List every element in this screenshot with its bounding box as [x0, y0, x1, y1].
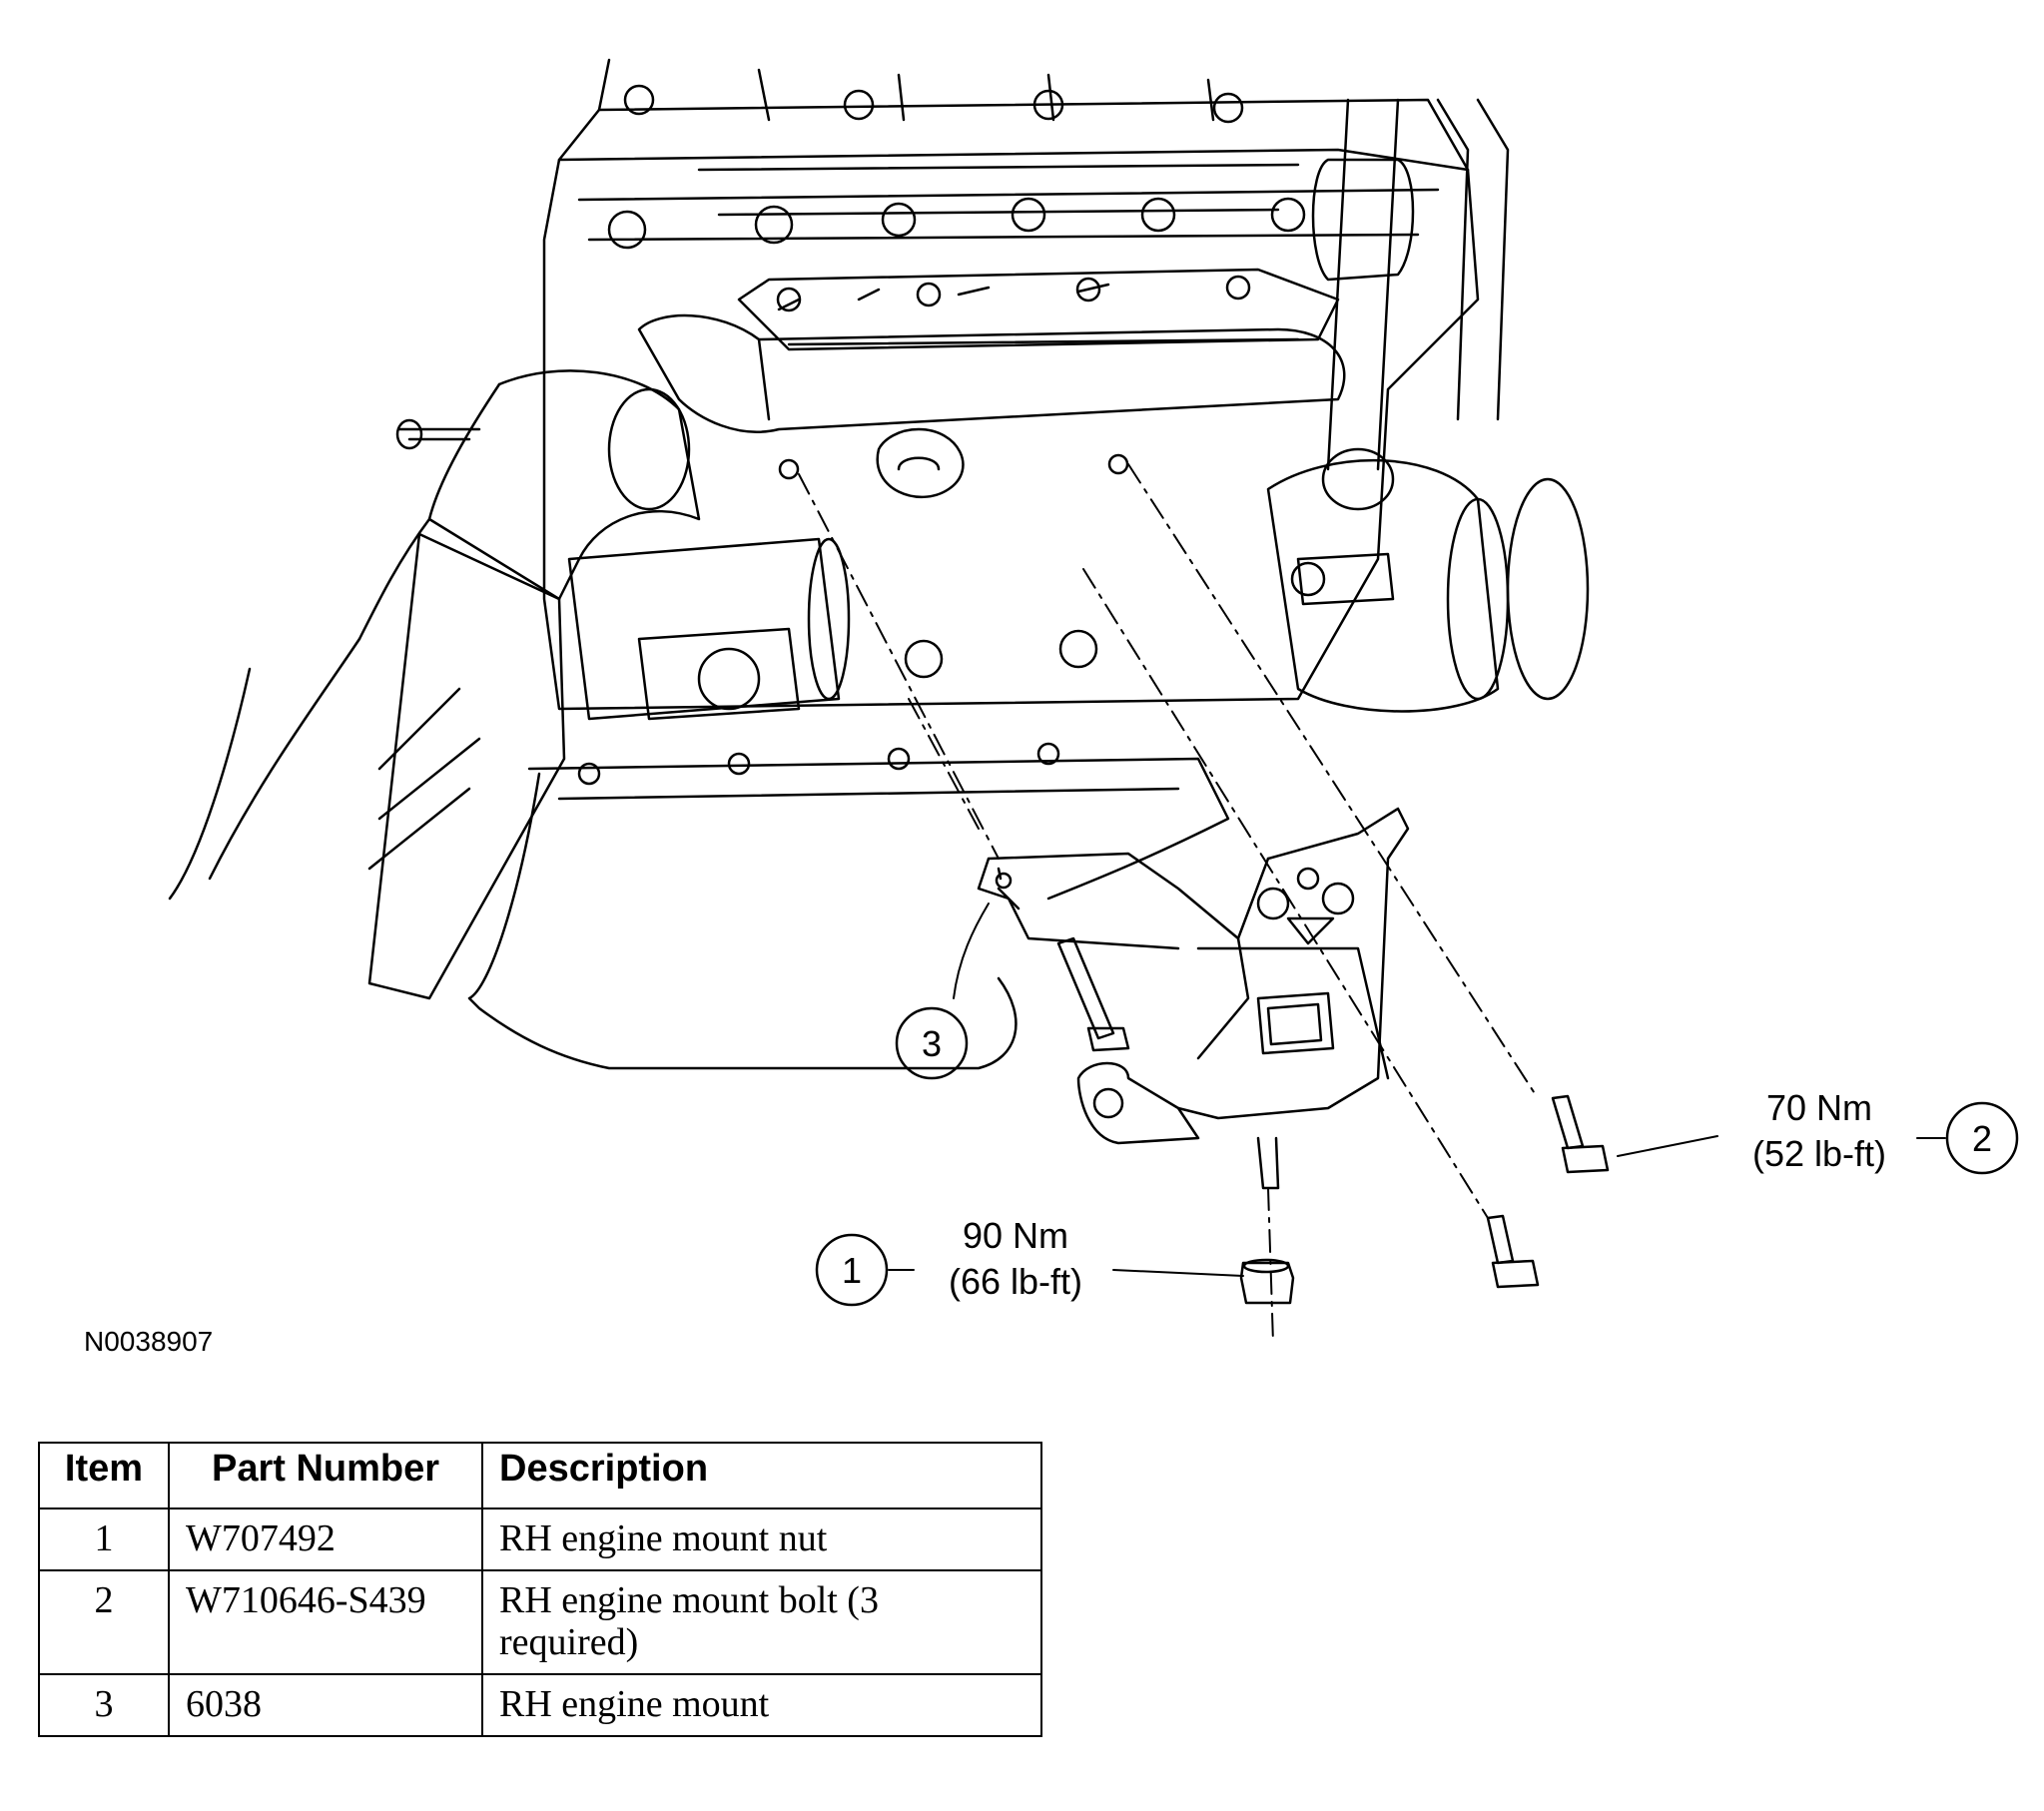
engine-block [542, 58, 1480, 711]
ac-compressor [1266, 459, 1590, 713]
table-header-row: Item Part Number Description [38, 1442, 1042, 1509]
mount-nut [1239, 1258, 1295, 1305]
figure-code: N0038907 [84, 1326, 213, 1357]
callout-circle-2 [1945, 1101, 2019, 1175]
parts-table: Item Part Number Description 1 W707492 R… [38, 1442, 1042, 1737]
table-row: 1 W707492 RH engine mount nut [38, 1508, 1042, 1571]
torque-lbft-2: (52 lb-ft) [1752, 1133, 1886, 1174]
callout-leaders [888, 903, 1946, 1277]
row-description: RH engine mount bolt (3 required) [481, 1569, 1042, 1675]
oil-pan [467, 742, 1230, 1070]
heat-shield [168, 532, 566, 1000]
callout-number-1: 1 [842, 1250, 862, 1291]
torque-lbft-1: (66 lb-ft) [949, 1261, 1082, 1302]
callout-number-3: 3 [922, 1023, 942, 1064]
exhaust-manifold [637, 313, 1346, 480]
row-part-number: W707492 [168, 1508, 483, 1571]
starter-motor [567, 537, 851, 721]
exhaust-pipe [357, 369, 701, 641]
row-description: RH engine mount nut [481, 1508, 1042, 1571]
row-item: 3 [38, 1673, 170, 1737]
engine-mount-diagram: 1 2 3 90 Nm (66 lb-ft) 70 Nm (52 lb-ft) … [84, 58, 2019, 1357]
table-row: 3 6038 RH engine mount [38, 1673, 1042, 1737]
assembly-axis-lines [798, 463, 1539, 1344]
row-item: 2 [38, 1569, 170, 1675]
header-part-number: Part Number [168, 1442, 483, 1509]
mount-stud [1256, 1136, 1280, 1190]
row-part-number: W710646-S439 [168, 1569, 483, 1675]
engine-mount-bracket [977, 807, 1410, 1145]
table-row: 2 W710646-S439 RH engine mount bolt (3 r… [38, 1569, 1042, 1675]
torque-nm-2: 70 Nm [1766, 1087, 1872, 1128]
callout-circle-3 [895, 1006, 969, 1080]
callout-number-2: 2 [1972, 1118, 1992, 1159]
header-item: Item [38, 1442, 170, 1509]
callout-circle-1 [815, 1233, 889, 1307]
mount-bolt [1551, 1094, 1610, 1174]
header-description: Description [481, 1442, 1042, 1509]
row-item: 1 [38, 1508, 170, 1571]
ac-lines [1311, 98, 1510, 511]
row-part-number: 6038 [168, 1673, 483, 1737]
row-description: RH engine mount [481, 1673, 1042, 1737]
mount-bolt [1486, 1214, 1540, 1289]
mount-bolt [1056, 936, 1130, 1052]
torque-nm-1: 90 Nm [963, 1215, 1068, 1256]
